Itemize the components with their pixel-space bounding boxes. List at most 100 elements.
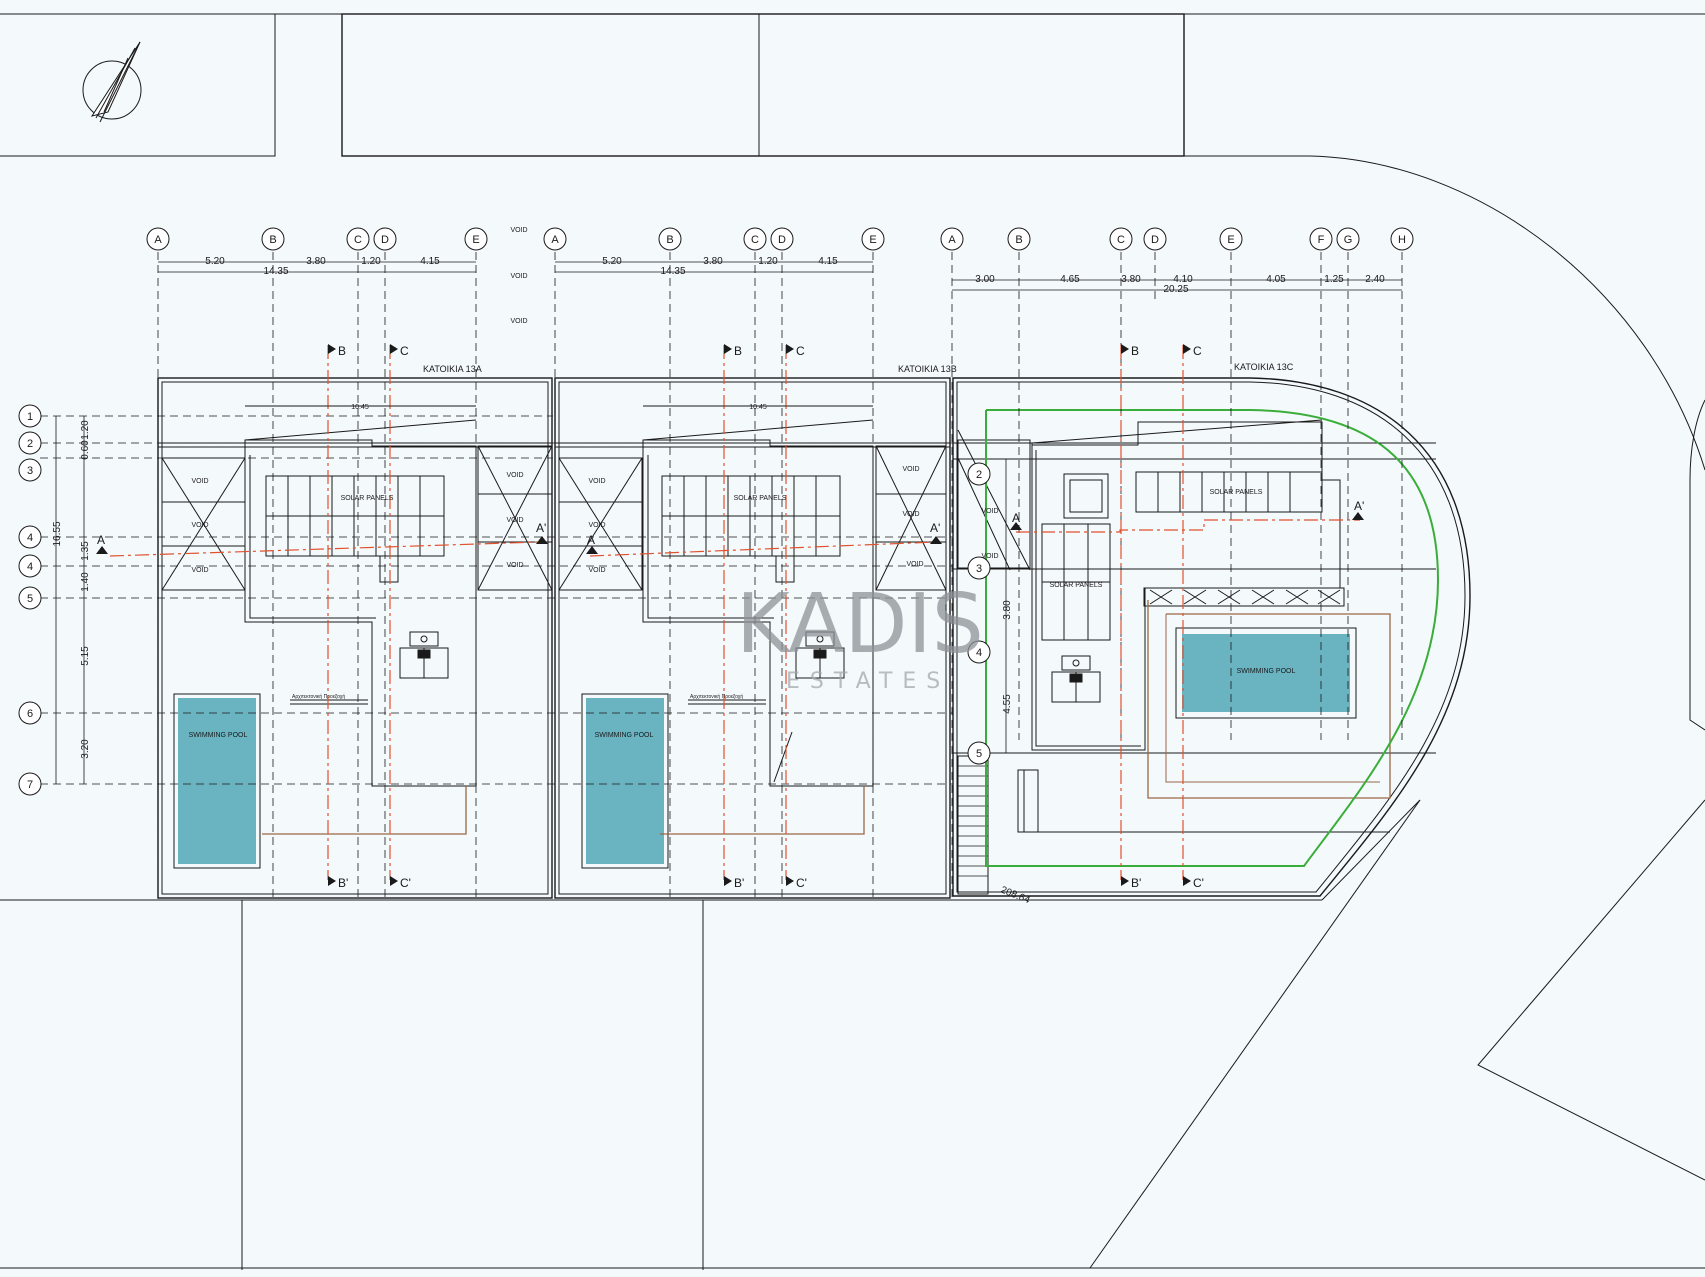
section-label: A' [536,521,546,535]
section-label: C' [796,876,807,890]
grid-bubbles [18,227,1414,796]
dim-label: 5.20 [205,256,225,267]
dim-label: 1.25 [1324,274,1344,285]
void-label: VOID [981,508,998,515]
dim-label: 4.10 [1173,274,1193,285]
dim-label: 3.80 [703,256,723,267]
solar-label: SOLAR PANELS [341,495,394,502]
void-label: VOID [191,522,208,529]
section-label: B' [338,876,348,890]
grid-number: 6 [27,708,33,720]
dim-label: 3.00 [975,274,995,285]
void-label: VOID [510,227,527,234]
grid-letter: D [778,234,786,246]
section-label: B [734,344,742,358]
dim-label: 5.20 [602,256,622,267]
grid-number: 3 [976,563,982,575]
dim-inner: 10.45 [351,404,369,411]
house-13b [554,377,951,899]
dim-label: 3.80 [1121,274,1141,285]
watermark-logo: KADIS ESTATES [736,577,984,694]
dim-inner: 10.45 [749,404,767,411]
dim-label: 1.20 [80,420,91,440]
dim-left-total: 16.55 [52,521,63,546]
watermark-text: KADIS [736,577,984,672]
section-label: B [1131,344,1139,358]
section-label: A' [1354,499,1364,513]
grid-letter: A [948,234,956,246]
grid-letter: E [1227,234,1234,246]
dim-label: 3.20 [80,739,91,759]
void-label: VOID [191,478,208,485]
note-label: Αρχιτεκτονική Προεξοχή [292,693,345,700]
void-label: VOID [510,273,527,280]
grid-letter: G [1344,234,1353,246]
void-label: VOID [191,567,208,574]
void-labels: VOID VOID VOID VOID VOID VOID VOID VOID … [191,227,998,574]
grid-letters-b: A B C D E [551,234,876,246]
grid-letter: D [381,234,389,246]
grid-number: 4 [27,561,33,573]
left-dimension-labels: 1.20 0.60 1.35 1.40 5.15 3.20 16.55 3.80… [52,420,1013,759]
grid-lines [40,252,1436,898]
pool-labels: SWIMMING POOL SWIMMING POOL SWIMMING POO… [189,668,1296,739]
section-lines [109,345,1360,880]
watermark-subtext: ESTATES [786,669,950,694]
grid-letter: A [154,234,162,246]
dimension-labels: 5.20 3.80 1.20 4.15 14.35 5.20 3.80 1.20… [205,256,1385,411]
grid-number: 4 [27,532,33,544]
section-labels: B C B C B C B' C' B' C' B' C' A A' A A' … [97,344,1364,890]
section-label: C [796,344,805,358]
dim-label: 4.65 [1060,274,1080,285]
dim-label: 4.15 [420,256,440,267]
house-13c [952,377,1471,897]
void-label: VOID [588,567,605,574]
dimension-lines [55,261,1402,784]
grid-number: 3 [27,465,33,477]
grid-number: 2 [976,469,982,481]
section-label: B' [734,876,744,890]
void-label: VOID [902,466,919,473]
grid-letter: E [472,234,479,246]
section-label: C [400,344,409,358]
dim-label: 5.15 [80,646,91,666]
dim-label: 3.80 [306,256,326,267]
grid-letter: C [354,234,362,246]
grid-numbers-c: 2 3 4 5 [976,469,982,760]
section-label: C [1193,344,1202,358]
section-label: A [97,533,105,547]
house-label-13b: KATOIKIA 13B [898,364,957,374]
plot-dimension: 208.64 [999,885,1032,907]
section-label: A [587,533,595,547]
dim-label: 1.35 [80,541,91,561]
grid-letter: B [1015,234,1022,246]
dim-label: 4.05 [1266,274,1286,285]
grid-letters-c: A B C D E F G H [948,234,1406,246]
section-label: B [338,344,346,358]
north-arrow-icon [82,41,142,123]
section-label: A' [930,521,940,535]
dim-label: 1.20 [758,256,778,267]
grid-letters-a: A B C D E [154,234,479,246]
dim-label: 4.15 [818,256,838,267]
grid-letter: C [751,234,759,246]
void-label: VOID [588,478,605,485]
void-label: VOID [506,562,523,569]
void-label: VOID [506,517,523,524]
dim-total: 14.35 [263,266,288,277]
void-label: VOID [906,561,923,568]
house-13a [157,377,553,899]
grid-letter: D [1151,234,1159,246]
grid-letter: B [666,234,673,246]
house-labels: KATOIKIA 13A KATOIKIA 13B KATOIKIA 13C [423,362,1294,374]
grid-number: 5 [27,593,33,605]
dim-label: 0.60 [80,440,91,460]
void-label: VOID [588,522,605,529]
section-label: B' [1131,876,1141,890]
dim-total: 14.35 [660,266,685,277]
grid-number: 4 [976,647,982,659]
dim-label: 1.20 [361,256,381,267]
note-label: Αρχιτεκτονική Προεξοχή [690,693,743,700]
grid-letter: F [1318,234,1325,246]
